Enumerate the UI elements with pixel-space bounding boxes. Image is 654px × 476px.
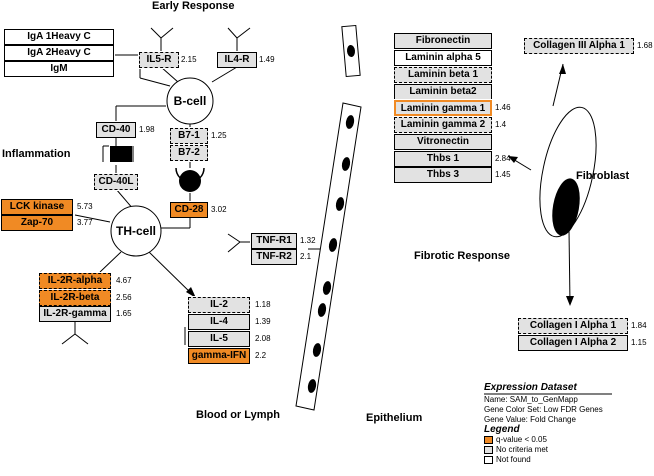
gene-value-il5r: 2.15	[181, 55, 197, 64]
gene-value-il2rb: 2.56	[116, 293, 132, 302]
gene-box-igm[interactable]: IgM	[4, 61, 114, 77]
gene-box-vitronectin[interactable]: Vitronectin	[394, 134, 492, 150]
legend-swatch-not-found	[484, 455, 493, 464]
gene-box-lck[interactable]: LCK kinase	[1, 199, 73, 215]
gene-value-thbs1: 2.84	[495, 154, 511, 163]
gene-value-thbs3: 1.45	[495, 170, 511, 179]
gene-box-lama5[interactable]: Laminin alpha 5	[394, 50, 492, 66]
gene-value-il4: 1.39	[255, 317, 271, 326]
gene-box-col3a1[interactable]: Collagen III Alpha 1	[523, 37, 635, 55]
legend-item-label: Not found	[496, 455, 531, 464]
gene-value-col1a1: 1.84	[631, 321, 647, 330]
legend-panel: Expression Dataset Name: SAM_to_GenMapp …	[484, 383, 634, 465]
gene-box-ifng[interactable]: gamma-IFN	[188, 348, 250, 364]
legend-name-line: Name: SAM_to_GenMapp	[484, 395, 578, 404]
gene-value-col1a2: 1.15	[631, 338, 647, 347]
gene-value-tnfr2: 2.1	[300, 252, 312, 261]
gene-box-lamg2[interactable]: Laminin gamma 2	[393, 116, 493, 134]
gene-value-lamg1: 1.46	[495, 103, 511, 112]
legend-gene-value-line: Gene Value: Fold Change	[484, 415, 576, 424]
gene-box-tnfr1[interactable]: TNF-R1	[251, 233, 297, 249]
arrowhead-il	[186, 287, 196, 298]
th-cell-label: TH-cell	[115, 224, 156, 238]
epithelium-label: Epithelium	[366, 412, 423, 424]
gene-box-thbs3[interactable]: Thbs 3	[394, 167, 492, 183]
gene-box-iga1[interactable]: IgA 1Heavy C	[4, 29, 114, 45]
legend-swatch-significant	[484, 435, 493, 444]
blood-lymph-label: Blood or Lymph	[196, 409, 280, 421]
gene-value-il2ra: 4.67	[116, 276, 132, 285]
gene-value-zap70: 3.77	[77, 218, 93, 227]
gene-box-il5r[interactable]: IL5-R	[138, 51, 180, 69]
gene-value-col3a1: 1.68	[637, 41, 653, 50]
legend-item: q-value < 0.05	[484, 435, 634, 445]
inflammation-label: Inflammation	[2, 148, 71, 160]
legend-item: No criteria met	[484, 445, 634, 455]
gene-box-il4[interactable]: IL-4	[188, 314, 250, 330]
gene-value-ifng: 2.2	[255, 351, 267, 360]
epithelium-strip	[295, 102, 362, 411]
legend-color-set-line: Gene Color Set: Low FDR Genes	[484, 405, 603, 414]
gene-box-il2rg[interactable]: IL-2R-gamma	[39, 306, 111, 322]
legend-item-label: q-value < 0.05	[496, 435, 547, 444]
gene-box-thbs1[interactable]: Thbs 1	[394, 151, 492, 167]
gene-box-tnfr2[interactable]: TNF-R2	[251, 249, 297, 265]
gene-value-b71: 1.25	[211, 131, 227, 140]
gene-value-cd28: 3.02	[211, 205, 227, 214]
gene-box-iga2[interactable]: IgA 2Heavy C	[4, 45, 114, 61]
legend-dataset-title: Expression Dataset	[484, 382, 577, 393]
gene-box-lamg1[interactable]: Laminin gamma 1	[393, 99, 493, 117]
legend-item: Not found	[484, 455, 634, 465]
th-cell-circle	[110, 205, 162, 257]
fibroblast-label: Fibroblast	[576, 170, 630, 182]
gene-box-il2[interactable]: IL-2	[187, 296, 251, 314]
gene-box-lamb2[interactable]: Laminin beta2	[394, 84, 492, 100]
gene-value-il2: 1.18	[255, 300, 271, 309]
legend-item-label: No criteria met	[496, 445, 549, 454]
gene-value-il5: 2.08	[255, 334, 271, 343]
gene-value-cd40: 1.98	[139, 125, 155, 134]
gene-box-col1a2[interactable]: Collagen I Alpha 2	[518, 335, 628, 351]
gene-value-tnfr1: 1.32	[300, 236, 316, 245]
gene-box-zap70[interactable]: Zap-70	[1, 215, 73, 231]
gene-box-cd40l[interactable]: CD-40L	[93, 173, 139, 191]
gene-box-il2rb[interactable]: IL-2R-beta	[38, 289, 112, 307]
early-response-label: Early Response	[152, 0, 235, 12]
gene-box-fibronectin[interactable]: Fibronectin	[394, 33, 492, 49]
gene-value-lamg2: 1.4	[495, 120, 507, 129]
fibrotic-response-label: Fibrotic Response	[414, 250, 510, 262]
gene-value-il4r: 1.49	[259, 55, 275, 64]
gene-box-b71[interactable]: B7-1	[169, 127, 209, 145]
gene-box-il4r[interactable]: IL4-R	[217, 52, 257, 68]
legend-title: Legend	[484, 424, 520, 435]
gene-value-il2rg: 1.65	[116, 309, 132, 318]
gene-box-cd28[interactable]: CD-28	[170, 202, 208, 218]
gene-value-lck: 5.73	[77, 202, 93, 211]
gene-box-il2ra[interactable]: IL-2R-alpha	[38, 272, 112, 290]
gene-box-b72[interactable]: B7-2	[169, 144, 209, 162]
legend-swatch-no-criteria	[484, 445, 493, 454]
gene-box-il5[interactable]: IL-5	[188, 331, 250, 347]
gene-box-col1a1[interactable]: Collagen I Alpha 1	[517, 317, 629, 335]
b-cell-circle	[166, 77, 214, 125]
b-cell-label: B-cell	[173, 94, 207, 108]
gene-box-cd40[interactable]: CD-40	[96, 122, 136, 138]
gene-box-lamb1[interactable]: Laminin beta 1	[393, 66, 493, 84]
